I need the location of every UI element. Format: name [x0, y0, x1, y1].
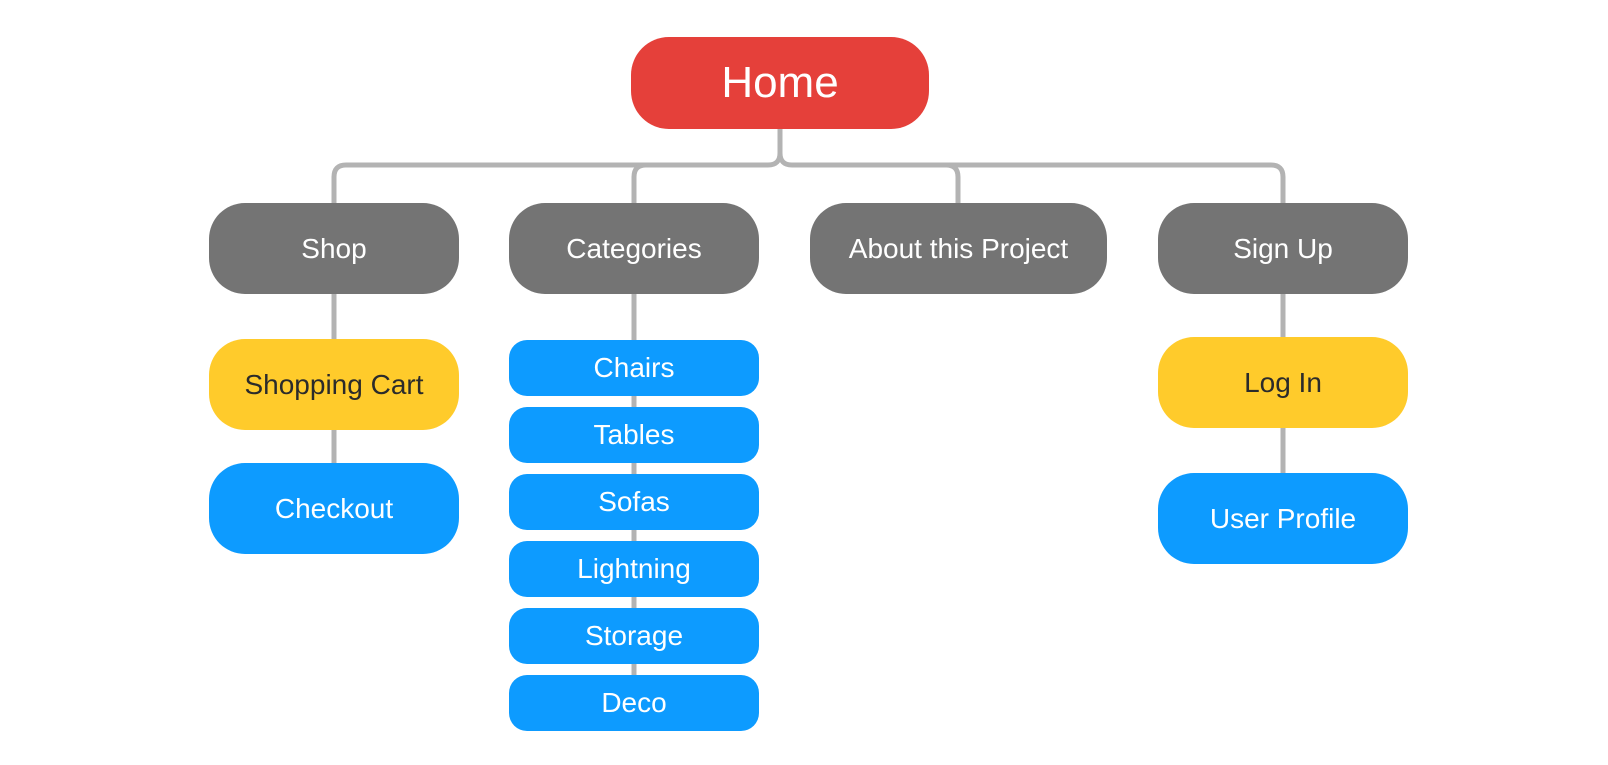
deco-label: Deco — [601, 687, 667, 718]
connector-home-about — [943, 162, 961, 206]
signup-label: Sign Up — [1233, 232, 1333, 264]
connector-home-categories — [631, 162, 649, 206]
connector-home-right — [777, 126, 1286, 206]
sofas-node[interactable]: Sofas — [509, 474, 759, 530]
signup-node[interactable]: Sign Up — [1158, 203, 1408, 294]
deco-node[interactable]: Deco — [509, 675, 759, 731]
connector-home-left — [331, 126, 783, 206]
about-label: About this Project — [848, 232, 1069, 264]
storage-node[interactable]: Storage — [509, 608, 759, 664]
sofas-label: Sofas — [598, 486, 670, 517]
tables-node[interactable]: Tables — [509, 407, 759, 463]
user-profile-node[interactable]: User Profile — [1158, 473, 1408, 564]
categories-label: Categories — [566, 232, 702, 264]
user-profile-label: User Profile — [1209, 502, 1357, 534]
chairs-node[interactable]: Chairs — [509, 340, 759, 396]
about-node[interactable]: About this Project — [810, 203, 1107, 294]
shopping-cart-node[interactable]: Shopping Cart — [209, 339, 459, 430]
lightning-node[interactable]: Lightning — [509, 541, 759, 597]
checkout-node[interactable]: Checkout — [209, 463, 459, 554]
shop-label: Shop — [301, 232, 367, 264]
storage-label: Storage — [584, 620, 684, 651]
chairs-label: Chairs — [593, 352, 675, 383]
shop-node[interactable]: Shop — [209, 203, 459, 294]
home-node[interactable]: Home — [631, 37, 929, 129]
categories-node[interactable]: Categories — [509, 203, 759, 294]
home-label: Home — [721, 58, 839, 107]
tables-label: Tables — [593, 419, 675, 450]
checkout-label: Checkout — [274, 492, 394, 524]
log-in-label: Log In — [1244, 366, 1322, 398]
lightning-label: Lightning — [577, 553, 691, 584]
shopping-cart-label: Shopping Cart — [244, 368, 424, 400]
log-in-node[interactable]: Log In — [1158, 337, 1408, 428]
